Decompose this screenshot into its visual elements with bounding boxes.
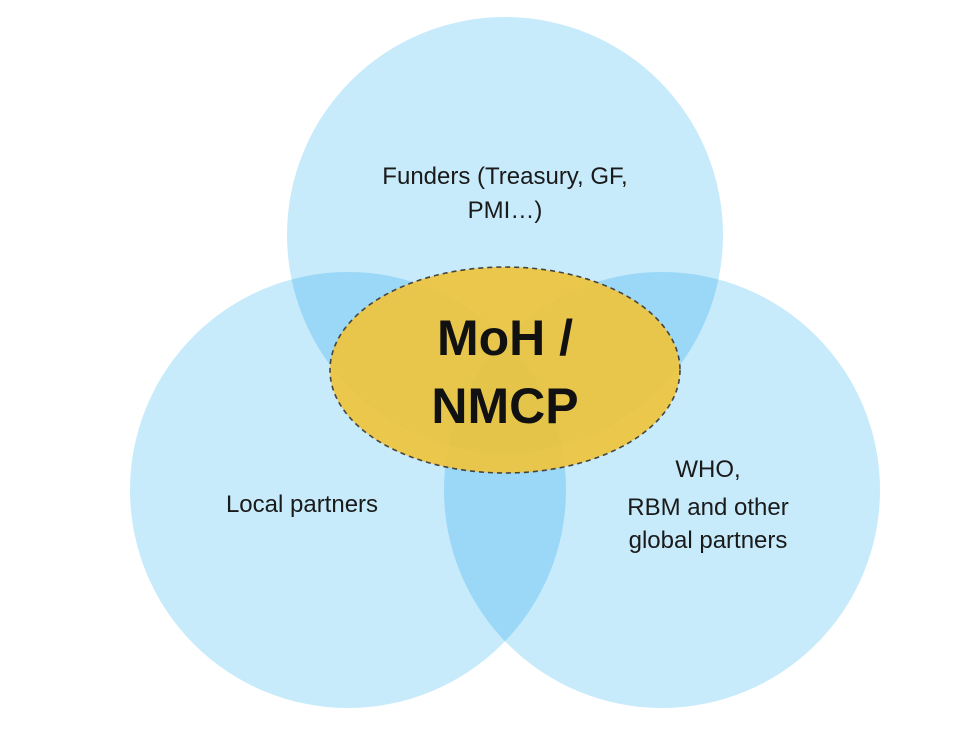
global-partners-line-1: WHO, bbox=[675, 456, 741, 483]
local-partners-label: Local partners bbox=[225, 491, 379, 518]
global-partners-label: WHO, RBM and other global partners bbox=[627, 453, 788, 558]
funders-label-line-2: PMI…) bbox=[467, 196, 543, 224]
global-partners-line-2: RBM and other bbox=[627, 493, 789, 521]
funders-label-line-1: Funders (Treasury, GF, bbox=[382, 163, 628, 190]
center-label-line-1: MoH / bbox=[436, 310, 574, 366]
global-partners-line-3: global partners bbox=[628, 527, 788, 555]
center-ellipse bbox=[329, 266, 681, 474]
funders-label: Funders (Treasury, GF, PMI…) bbox=[382, 160, 627, 227]
center-label: MoH / NMCP bbox=[431, 305, 578, 440]
center-label-line-2: NMCP bbox=[431, 377, 579, 434]
